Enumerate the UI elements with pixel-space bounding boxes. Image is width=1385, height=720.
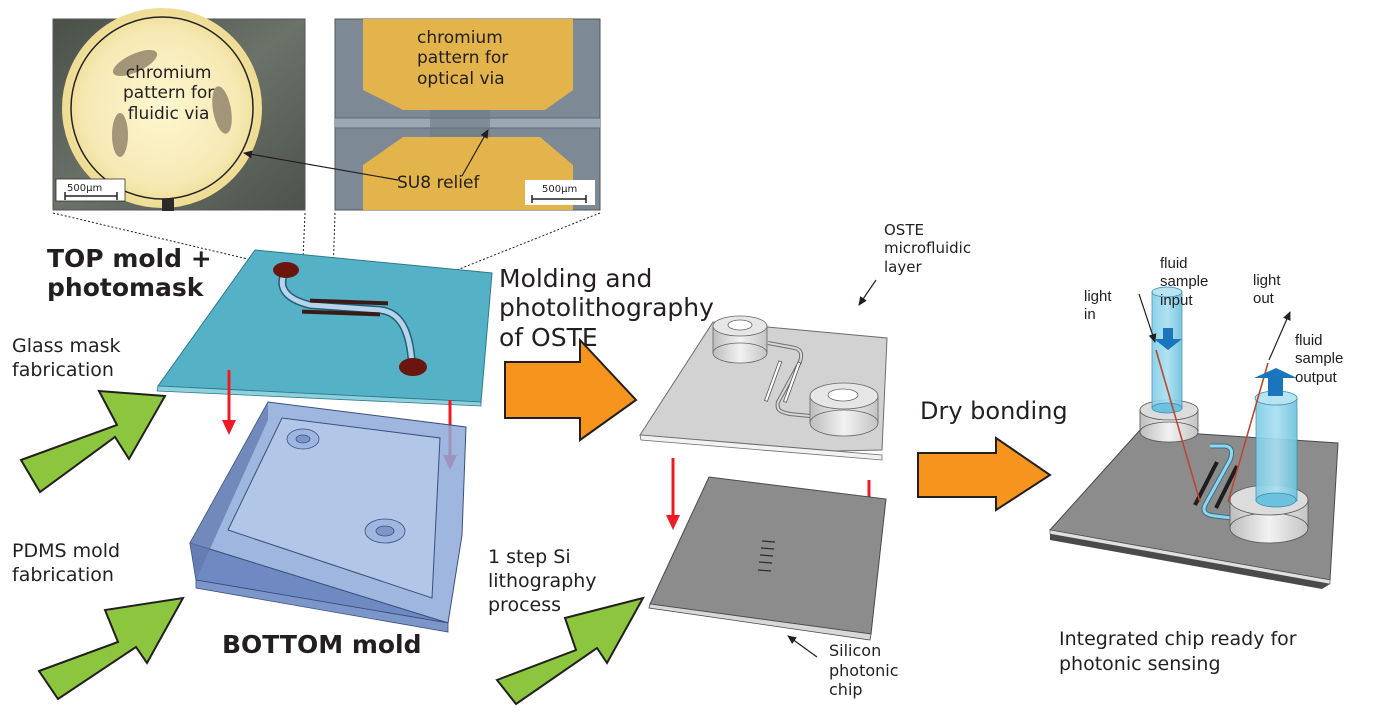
- light-in-arrow: [1138, 293, 1157, 343]
- scale-bar-label-optical: 500μm: [542, 184, 577, 195]
- silicon-chip-pointer: [787, 635, 818, 658]
- integrated-chip-label: Integrated chip ready for photonic sensi…: [1059, 628, 1297, 675]
- orange-arrow-molding: [504, 337, 638, 442]
- bottom-mold-title: BOTTOM mold: [222, 630, 422, 659]
- fluid-output-arrow: [1254, 368, 1297, 396]
- orange-arrows: [504, 337, 1052, 512]
- oste-layer-label: OSTE microfluidic layer: [884, 221, 972, 276]
- optical-via-micrograph: 500μm: [334, 18, 601, 211]
- silicon-photonic-chip: [648, 476, 887, 641]
- green-arrow-si-litho: [495, 596, 645, 706]
- pdms-mold-label: PDMS mold fabrication: [12, 540, 121, 586]
- green-arrow-glass-mask: [19, 389, 167, 494]
- su8-pointer-left: [243, 150, 399, 181]
- green-arrows: [19, 389, 645, 706]
- green-arrow-pdms-mold: [37, 596, 185, 701]
- su8-relief-label: SU8 relief: [397, 173, 480, 193]
- fluid-input-arrow: [1154, 328, 1182, 350]
- oste-microfluidic-layer: [639, 315, 888, 461]
- light-out-beam: [1227, 362, 1269, 503]
- light-in-beam: [1155, 349, 1201, 503]
- oste-layer-pointer: [858, 279, 877, 306]
- bottom-mold-pdms-box: [189, 401, 467, 633]
- dry-bonding-label: Dry bonding: [920, 397, 1068, 425]
- integrated-chip: [1049, 286, 1339, 589]
- top-mold-title: TOP mold + photomask: [47, 244, 212, 302]
- orange-arrow-dry-bonding: [917, 436, 1052, 512]
- su8-pointer-right: [461, 129, 489, 177]
- glass-mask-label: Glass mask fabrication: [12, 335, 121, 381]
- silicon-chip-label: Silicon photonic chip: [829, 641, 899, 700]
- fluidic-via-label: chromium pattern for fluidic via: [123, 63, 215, 124]
- light-in-label: light in: [1084, 288, 1112, 324]
- top-mold-glass-plate: [156, 249, 493, 407]
- fluidic-via-micrograph: 500μm: [52, 8, 306, 211]
- fluid-input-label: fluid sample input: [1160, 255, 1209, 309]
- light-out-label: light out: [1253, 272, 1281, 308]
- optical-via-label: chromium pattern for optical via: [417, 28, 509, 89]
- scale-bar-label-fluidic: 500μm: [67, 183, 102, 194]
- si-litho-label: 1 step Si lithography process: [488, 546, 597, 616]
- light-out-arrow: [1268, 311, 1291, 361]
- fluid-output-label: fluid sample output: [1295, 332, 1344, 386]
- molding-oste-label: Molding and photolithography of OSTE: [499, 264, 714, 352]
